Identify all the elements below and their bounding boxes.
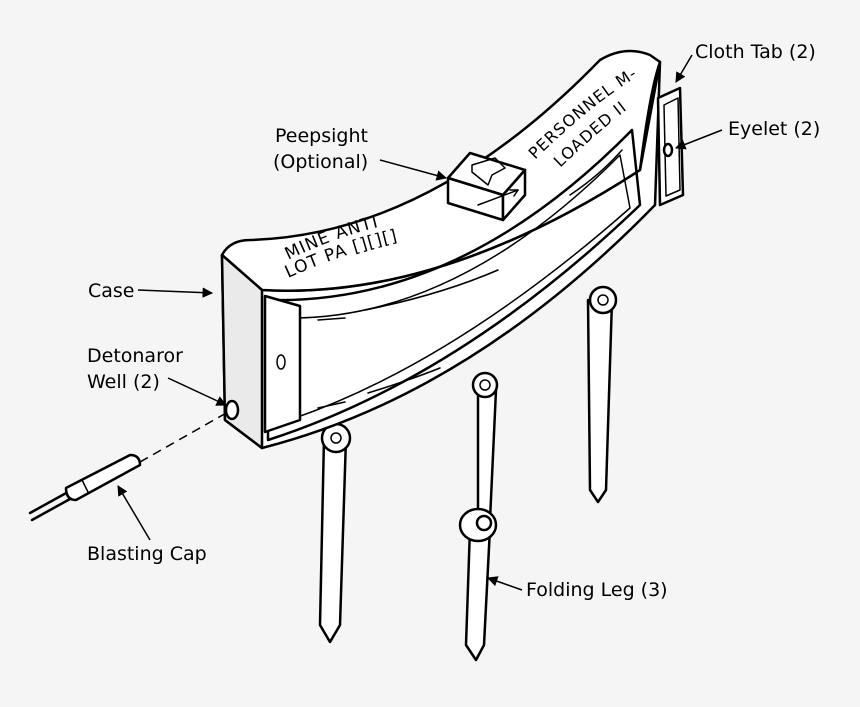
label-detonator: Detonaror: [87, 345, 183, 367]
folding-leg-right: [586, 285, 618, 504]
eyelet: [662, 142, 674, 158]
label-blasting-cap: Blasting Cap: [87, 543, 207, 565]
label-folding-leg: Folding Leg (3): [526, 579, 668, 601]
cloth-tab: [656, 86, 685, 207]
detonator-well: [224, 399, 240, 421]
mine-case: [220, 49, 662, 450]
label-peepsight: Peepsight: [275, 125, 368, 147]
peepsight: [446, 151, 527, 222]
label-peepsight-optional: (Optional): [273, 151, 368, 173]
label-case: Case: [88, 280, 135, 302]
labels: Cloth Tab (2) Eyelet (2) Peepsight (Opti…: [87, 41, 820, 601]
label-eyelet: Eyelet (2): [728, 118, 820, 140]
leader-lines: [117, 54, 723, 591]
folding-leg-middle: [458, 371, 499, 662]
folding-leg-left: [318, 422, 352, 644]
blasting-cap: [28, 411, 229, 522]
label-cloth-tab: Cloth Tab (2): [695, 41, 816, 63]
peepsight-arrow-icon: [471, 157, 506, 186]
label-detonator-well: Well (2): [87, 371, 160, 393]
